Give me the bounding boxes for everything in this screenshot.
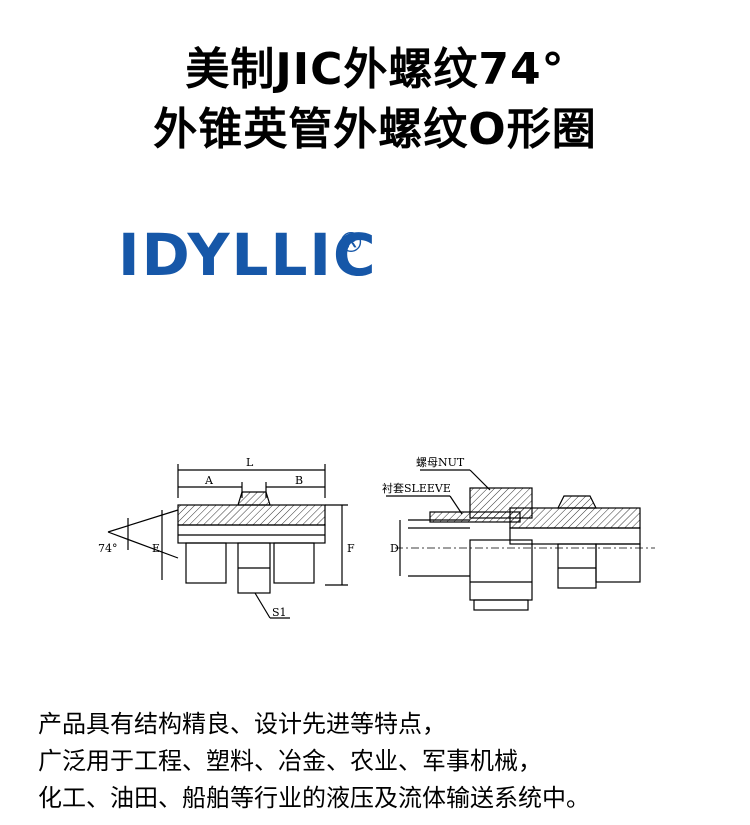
dim-e-label: E: [152, 542, 160, 555]
dim-b-label: B: [295, 474, 303, 487]
dim-f-label: F: [347, 542, 355, 555]
dim-s1-label: S1: [272, 606, 287, 619]
title-line-2: 外锥英管外螺纹O形圈: [153, 104, 597, 155]
registered-mark: ®: [337, 226, 365, 259]
technical-drawing: L A B 74° E F S1 螺母NUT 衬套SLEEVE D: [98, 456, 655, 619]
dim-d-label: D: [390, 542, 399, 555]
brand-name: IDYLLIC: [118, 221, 378, 289]
nut-label: 螺母NUT: [416, 456, 465, 469]
brand-logo: IDYLLIC: [118, 223, 378, 287]
dim-a-label: A: [204, 474, 214, 487]
product-description: 产品具有结构精良、设计先进等特点， 广泛用于工程、塑料、冶金、农业、军事机械， …: [38, 706, 728, 817]
sleeve-label: 衬套SLEEVE: [382, 482, 451, 495]
description-line-3: 化工、油田、船舶等行业的液压及流体输送系统中。: [38, 784, 590, 812]
angle-label: 74°: [98, 542, 118, 555]
male-fitting-drawing: [107, 464, 348, 619]
description-line-2: 广泛用于工程、塑料、冶金、农业、军事机械，: [38, 747, 542, 775]
dim-l-label: L: [246, 456, 254, 469]
assembly-drawing: [386, 469, 655, 611]
title-line-1: 美制JIC外螺纹74°: [185, 44, 565, 95]
description-line-1: 产品具有结构精良、设计先进等特点，: [38, 710, 446, 738]
